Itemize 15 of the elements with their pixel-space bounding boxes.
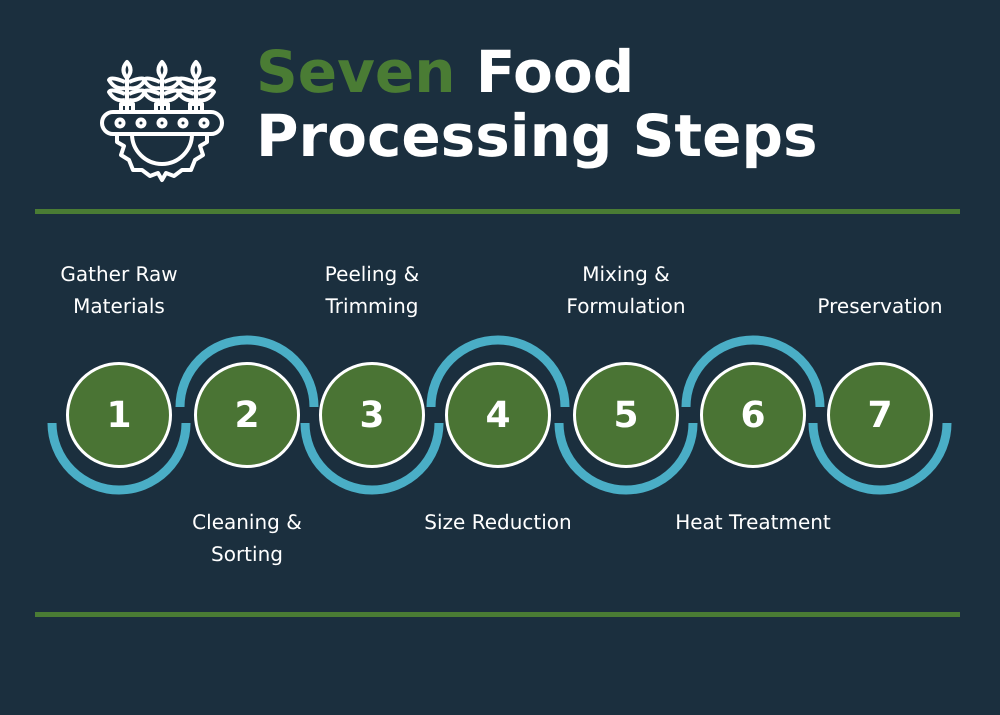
step-circle: 7 [827, 362, 933, 468]
step-label: Preservation [816, 293, 944, 320]
step-label: Mixing & Formulation [565, 261, 687, 320]
step-label: Heat Treatment [674, 509, 832, 536]
step-circle: 3 [319, 362, 425, 468]
step-label: Size Reduction [423, 509, 573, 536]
step-label: Cleaning & Sorting [191, 509, 303, 568]
title: Seven Food Processing Steps [256, 40, 818, 168]
step-circle: 4 [445, 362, 551, 468]
step-label: Peeling & Trimming [324, 261, 420, 320]
step-circle: 5 [573, 362, 679, 468]
step-circle: 6 [700, 362, 806, 468]
step-label: Gather Raw Materials [59, 261, 179, 320]
step-circle: 1 [66, 362, 172, 468]
step-circle: 2 [194, 362, 300, 468]
